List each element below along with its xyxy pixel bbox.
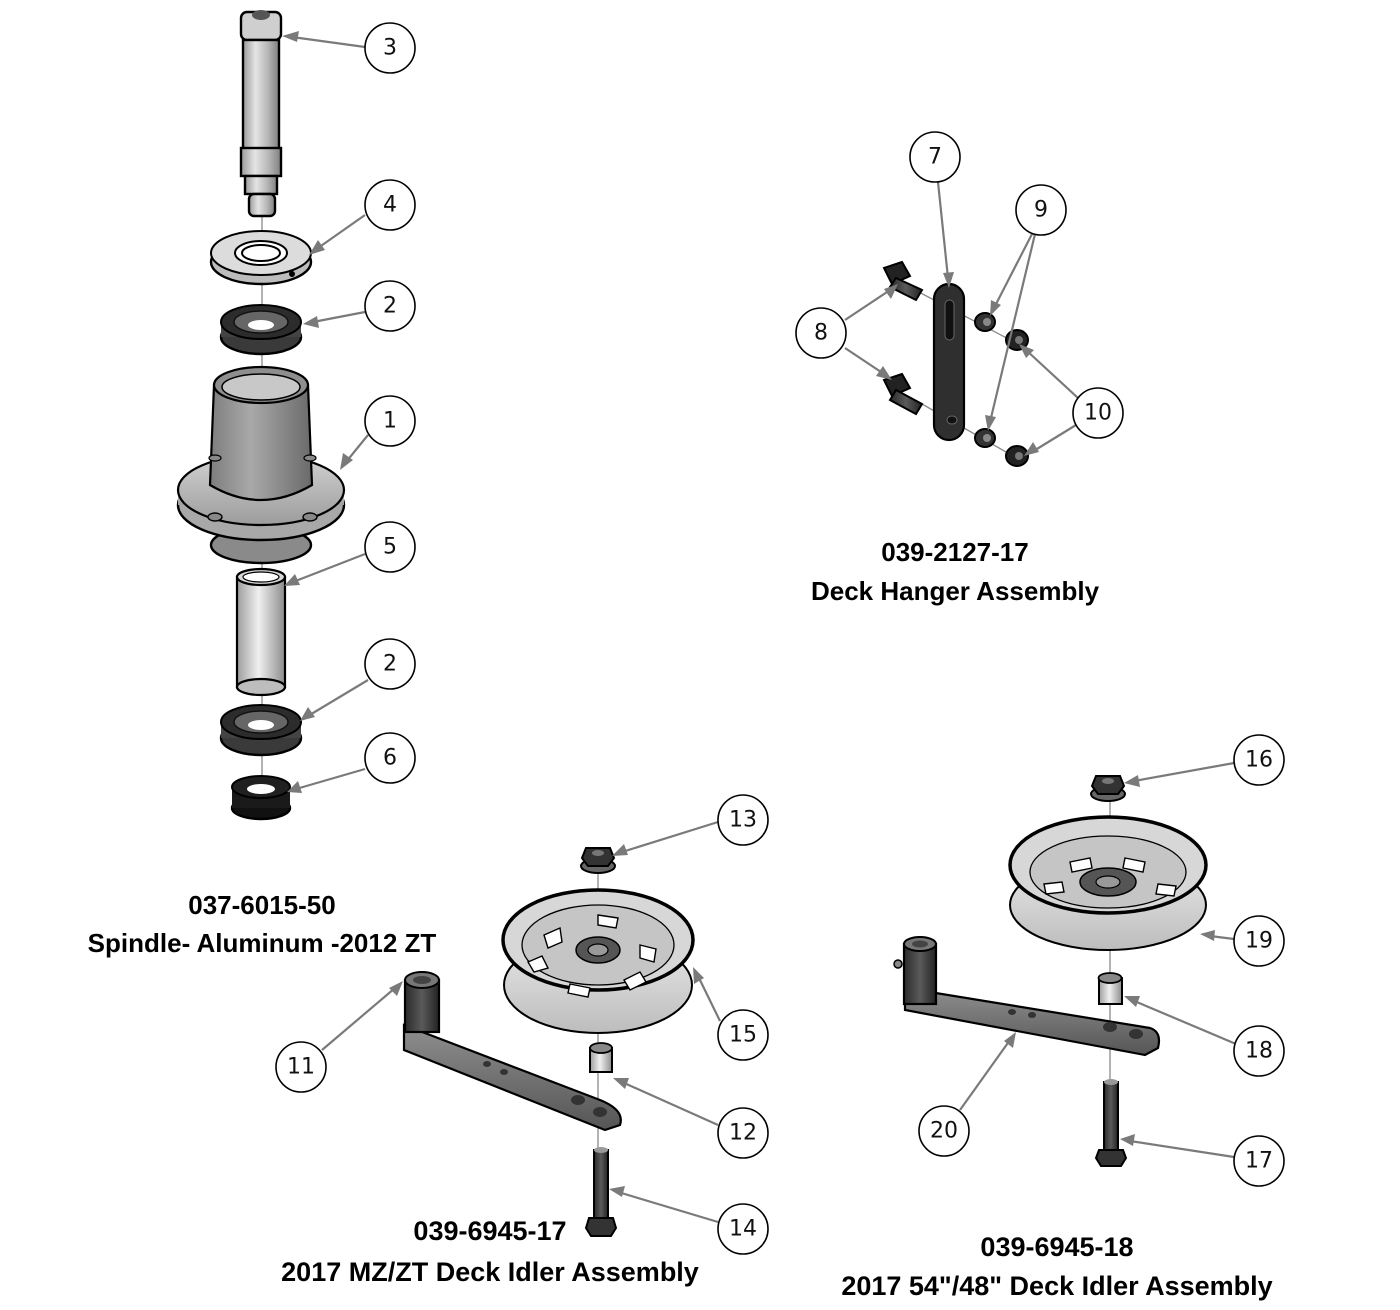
callout-6: 6 — [364, 732, 416, 784]
callout-19-label: 19 — [1245, 929, 1273, 954]
callout-12: 12 — [717, 1107, 769, 1159]
callout-3: 3 — [364, 22, 416, 74]
callout-4-label: 4 — [383, 193, 397, 218]
callout-16: 16 — [1233, 734, 1285, 786]
callout-6-label: 6 — [383, 746, 397, 771]
deck-hanger-assembly: 7 9 8 10 039-2127-17 Deck Hanger Assembl… — [795, 131, 1124, 606]
callout-18: 18 — [1233, 1025, 1285, 1077]
callout-15-label: 15 — [729, 1023, 757, 1048]
callout-18-label: 18 — [1245, 1039, 1273, 1064]
callout-9: 9 — [1015, 184, 1067, 236]
spindle-housing — [176, 365, 346, 565]
callout-1: 1 — [364, 395, 416, 447]
callout-5: 5 — [364, 521, 416, 573]
callout-9-label: 9 — [1034, 198, 1048, 223]
idler-54-48-spacer — [1097, 972, 1123, 1005]
callout-2-lower: 2 — [364, 638, 416, 690]
spindle-lock-collar — [230, 775, 292, 821]
idler-mz-zt-bolt — [584, 1147, 618, 1237]
idler-54-48-pulley — [1008, 815, 1208, 951]
callout-2-lower-label: 2 — [383, 652, 397, 677]
deck-hanger-name: Deck Hanger Assembly — [811, 576, 1100, 606]
spindle-bearing-lower — [219, 704, 303, 757]
callout-12-label: 12 — [729, 1121, 757, 1146]
spindle-shaft — [239, 10, 283, 218]
idler-54-48-bolt — [1094, 1079, 1128, 1167]
idler-mz-zt-nut — [580, 847, 616, 874]
spindle-spacer-tube — [235, 567, 287, 697]
callout-1-label: 1 — [383, 409, 397, 434]
callout-8-label: 8 — [814, 321, 828, 346]
callout-3-label: 3 — [383, 36, 397, 61]
hanger-spacer-lower — [974, 428, 996, 448]
spindle-bearing-upper — [219, 304, 303, 356]
idler-mz-zt-part-number: 039-6945-17 — [413, 1216, 566, 1246]
deck-hanger-callouts: 7 9 8 10 — [795, 131, 1124, 456]
idler-mz-zt-name: 2017 MZ/ZT Deck Idler Assembly — [281, 1257, 699, 1287]
idler-mz-zt-arm — [402, 971, 622, 1132]
idler-54-48-nut — [1090, 775, 1126, 802]
callout-13: 13 — [717, 794, 769, 846]
callout-2-upper-label: 2 — [383, 294, 397, 319]
callout-15: 15 — [717, 1009, 769, 1061]
idler-mz-zt-pulley — [501, 888, 695, 1034]
callout-7: 7 — [909, 131, 961, 183]
spindle-name: Spindle- Aluminum -2012 ZT — [88, 928, 437, 958]
idler-54-48-assembly: 16 19 18 20 17 039-6945-18 2017 54"/48" … — [841, 734, 1285, 1301]
callout-14: 14 — [717, 1203, 769, 1255]
callout-13-label: 13 — [729, 808, 757, 833]
callout-11-label: 11 — [287, 1055, 315, 1080]
hanger-bolt-lower — [882, 372, 924, 416]
callout-20-label: 20 — [930, 1119, 958, 1144]
idler-mz-zt-assembly: 13 15 11 12 14 039-6945-17 2017 MZ/ZT De… — [275, 794, 769, 1287]
idler-54-48-name: 2017 54"/48" Deck Idler Assembly — [841, 1271, 1272, 1301]
callout-17-label: 17 — [1245, 1149, 1273, 1174]
callout-4: 4 — [364, 179, 416, 231]
hanger-link — [932, 282, 966, 442]
callout-11: 11 — [275, 1041, 327, 1093]
callout-2-upper: 2 — [364, 280, 416, 332]
idler-mz-zt-spacer — [589, 1042, 613, 1073]
hanger-spacer-upper — [974, 312, 996, 332]
callout-5-label: 5 — [383, 535, 397, 560]
idler-mz-zt-callouts: 13 15 11 12 14 — [275, 794, 769, 1255]
spindle-seal-washer — [209, 230, 313, 286]
callout-7-label: 7 — [928, 145, 942, 170]
idler-54-48-callouts: 16 19 18 20 17 — [918, 734, 1285, 1187]
callout-10-label: 10 — [1084, 401, 1112, 426]
hanger-bolt-upper — [882, 260, 924, 302]
spindle-assembly: 3 4 2 1 5 2 6 037-6015-50 Spindle- Alumi… — [88, 10, 437, 958]
callout-16-label: 16 — [1245, 748, 1273, 773]
deck-hanger-part-number: 039-2127-17 — [881, 537, 1028, 567]
callout-20: 20 — [918, 1105, 970, 1157]
idler-54-48-part-number: 039-6945-18 — [980, 1232, 1133, 1262]
hanger-locknut-lower — [1005, 445, 1029, 467]
callout-8: 8 — [795, 307, 847, 359]
callout-10: 10 — [1072, 387, 1124, 439]
callout-17: 17 — [1233, 1135, 1285, 1187]
spindle-callouts: 3 4 2 1 5 2 6 — [282, 22, 416, 793]
callout-14-label: 14 — [729, 1217, 757, 1242]
idler-54-48-arm — [893, 936, 1161, 1057]
callout-19: 19 — [1233, 915, 1285, 967]
spindle-part-number: 037-6015-50 — [188, 890, 335, 920]
